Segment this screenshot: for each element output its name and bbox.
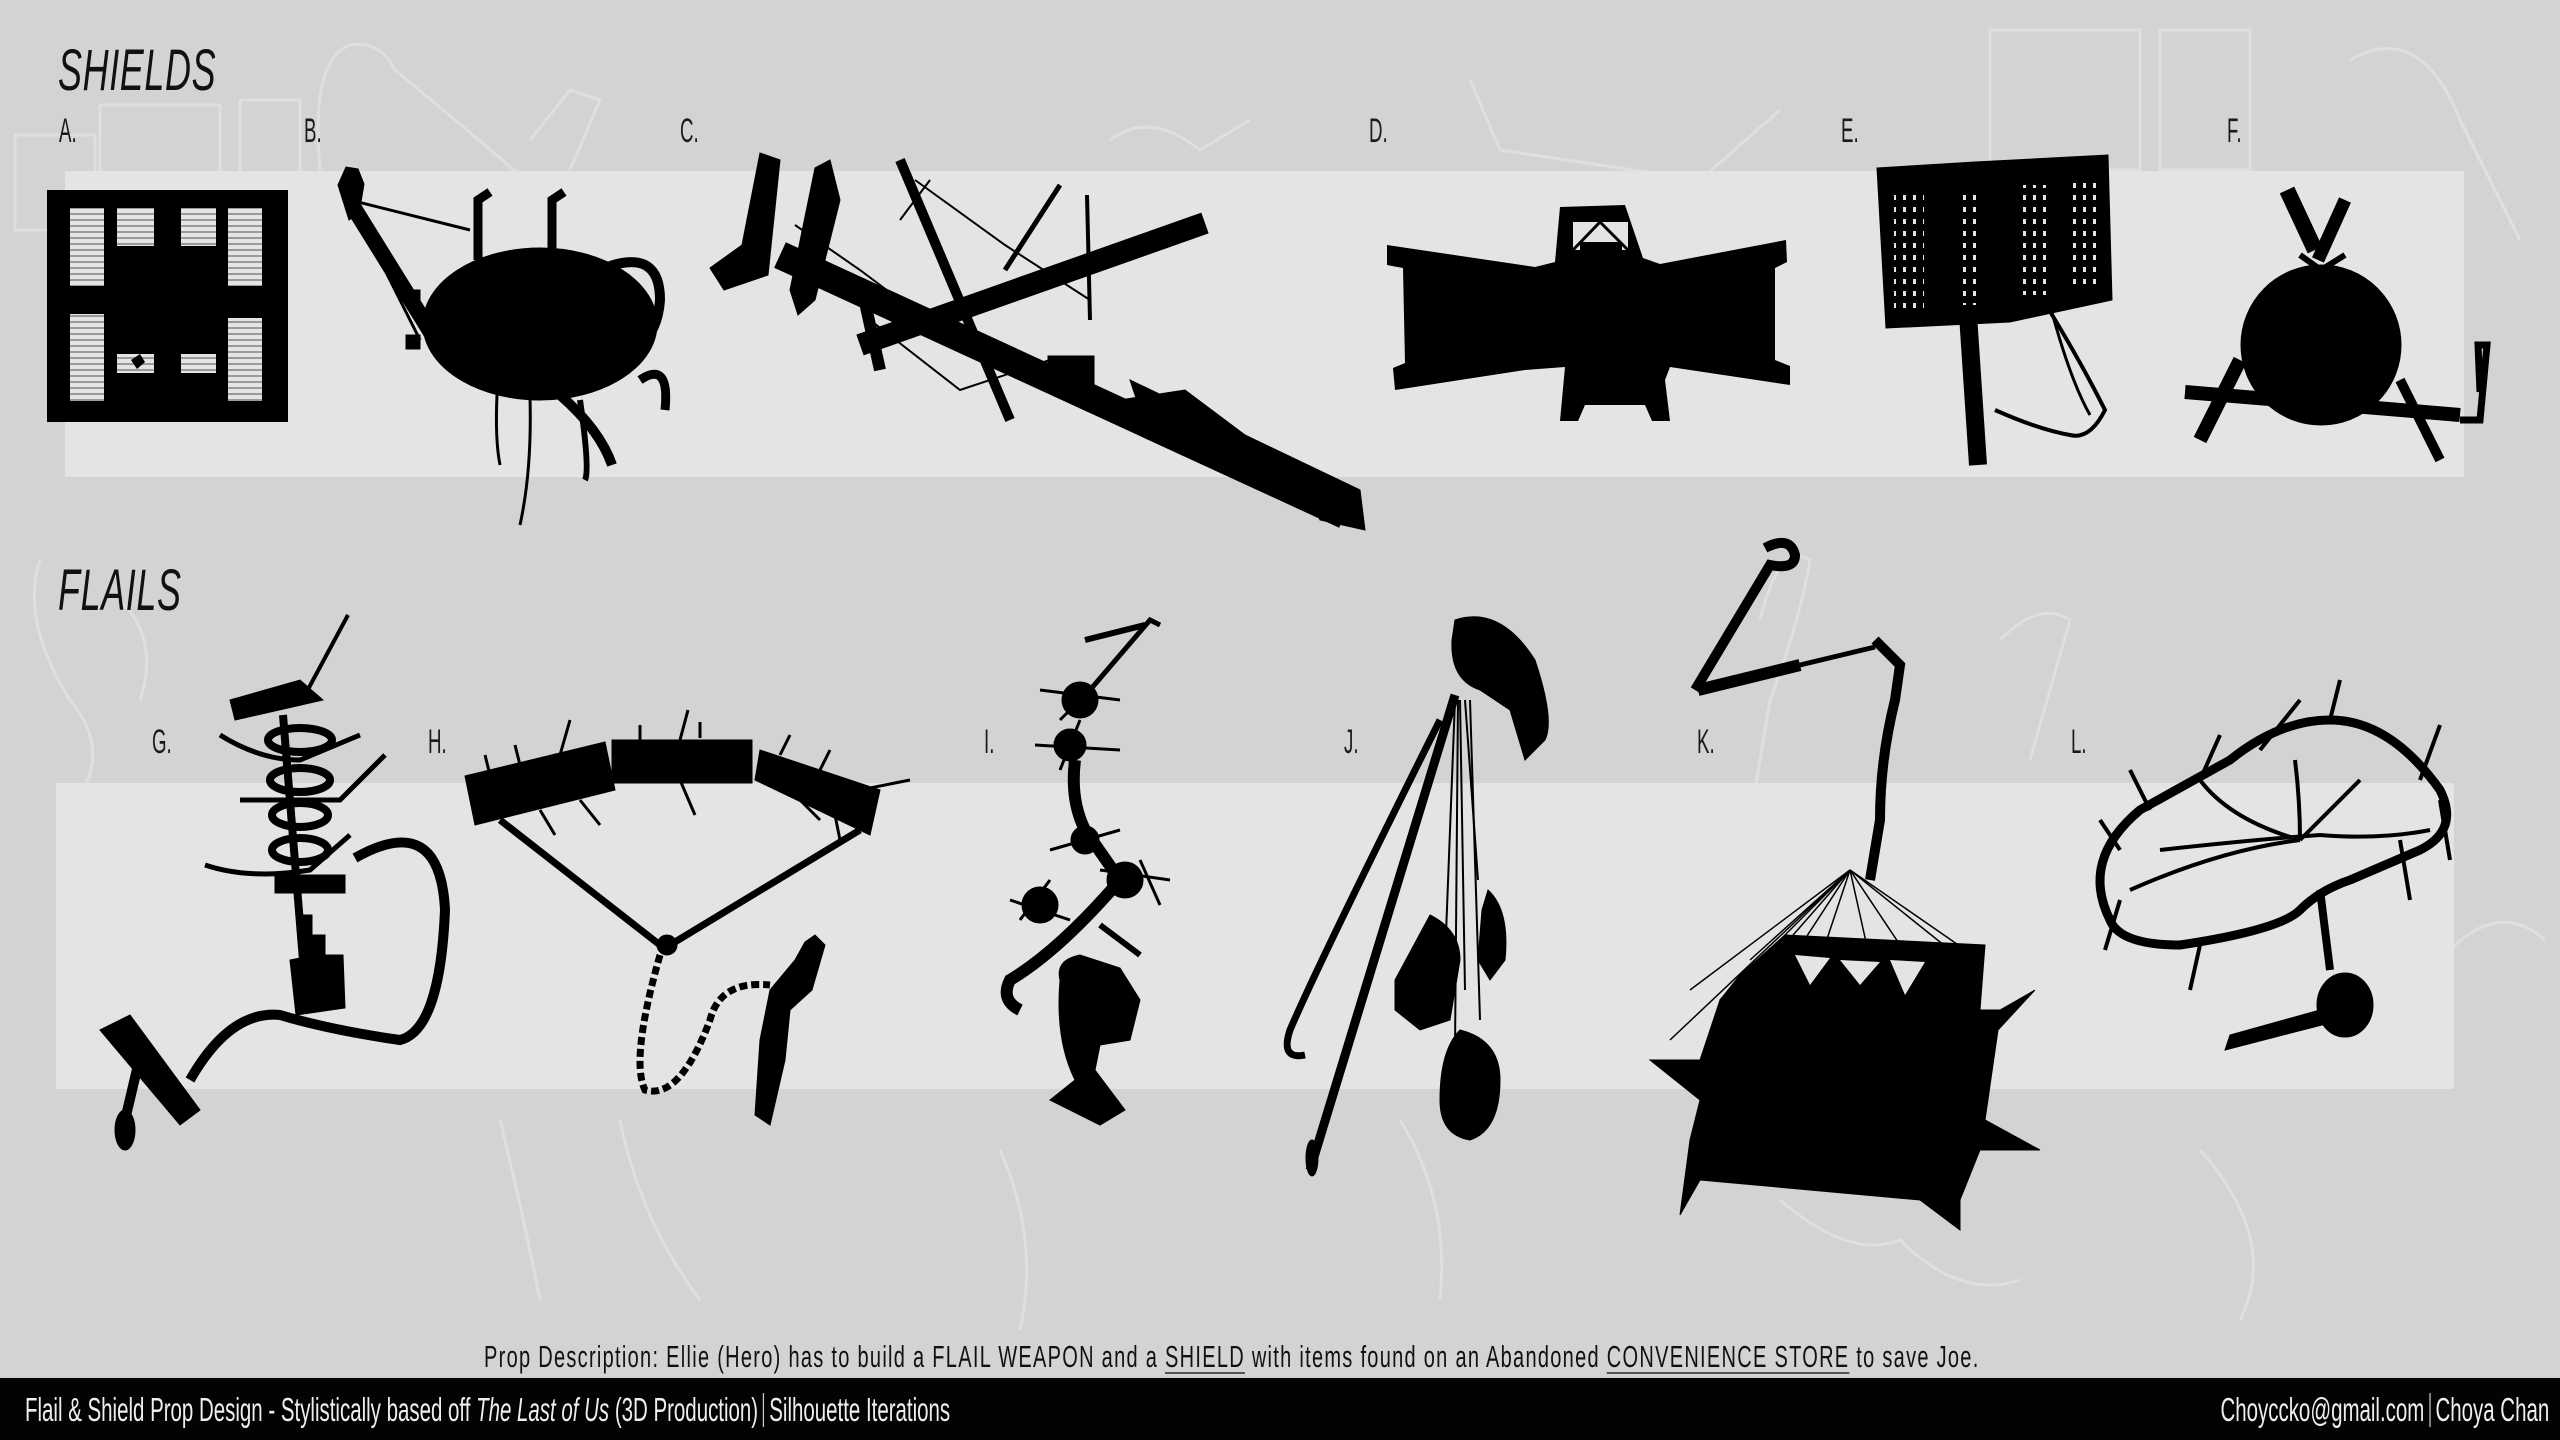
flail-label-l: L.: [2071, 723, 2087, 761]
flail-label-g: G.: [152, 723, 172, 761]
shield-label-b: B.: [304, 112, 322, 150]
footer-title: Flail & Shield Prop Design - Stylistical…: [25, 1392, 950, 1428]
footer-divider: [763, 1393, 765, 1427]
footer-author: Choya Chan: [2435, 1391, 2549, 1428]
shield-label-f: F.: [2227, 112, 2242, 150]
description-suffix: to save Joe.: [1849, 1339, 1980, 1374]
flail-label-i: I.: [984, 723, 995, 761]
shield-a-silhouette: [47, 190, 288, 422]
footer-title-end: (3D Production): [609, 1391, 759, 1428]
flail-g-silhouette: [99, 614, 451, 1151]
flail-j-silhouette: [1283, 616, 1549, 1177]
flail-label-k: K.: [1697, 723, 1715, 761]
flail-k-silhouette: [1648, 537, 2041, 1231]
flail-l-silhouette: [2095, 679, 2452, 1051]
footer-title-game: The Last of Us: [476, 1391, 610, 1428]
flail-label-j: J.: [1344, 723, 1359, 761]
description-shield-underlined: SHIELD: [1164, 1339, 1245, 1374]
description-prefix: Prop Description: Ellie (Hero) has to bu…: [484, 1339, 1165, 1374]
footer-divider: [2429, 1393, 2431, 1427]
prop-description: Prop Description: Ellie (Hero) has to bu…: [484, 1339, 1978, 1374]
description-middle: with items found on an Abandoned: [1244, 1339, 1607, 1374]
shield-label-d: D.: [1369, 112, 1388, 150]
shield-f-silhouette: [2184, 186, 2491, 463]
footer-subtitle: Silhouette Iterations: [769, 1391, 951, 1428]
flails-heading: FLAILS: [58, 558, 182, 623]
footer-email[interactable]: Choyccko@gmail.com: [2220, 1391, 2425, 1428]
shield-e-silhouette: [1876, 154, 2113, 466]
flail-h-silhouette: [464, 709, 911, 1126]
footer-bar: Flail & Shield Prop Design - Stylistical…: [0, 1378, 2560, 1440]
footer-credits: Choyccko@gmail.com Choya Chan: [2220, 1392, 2549, 1428]
shield-label-e: E.: [1841, 112, 1859, 150]
shields-heading: SHIELDS: [58, 38, 217, 103]
flail-label-h: H.: [428, 723, 447, 761]
shield-c-silhouette: [709, 152, 1366, 531]
shield-label-a: A.: [59, 112, 77, 150]
shield-d-silhouette: [1387, 205, 1790, 421]
flails-panel: [56, 783, 2454, 1089]
description-store-underlined: CONVENIENCE STORE: [1606, 1339, 1850, 1374]
flail-i-silhouette: [1000, 616, 1171, 1126]
shield-label-c: C.: [680, 112, 699, 150]
shield-b-silhouette: [337, 166, 671, 526]
footer-title-start: Flail & Shield Prop Design - Stylistical…: [25, 1391, 477, 1428]
